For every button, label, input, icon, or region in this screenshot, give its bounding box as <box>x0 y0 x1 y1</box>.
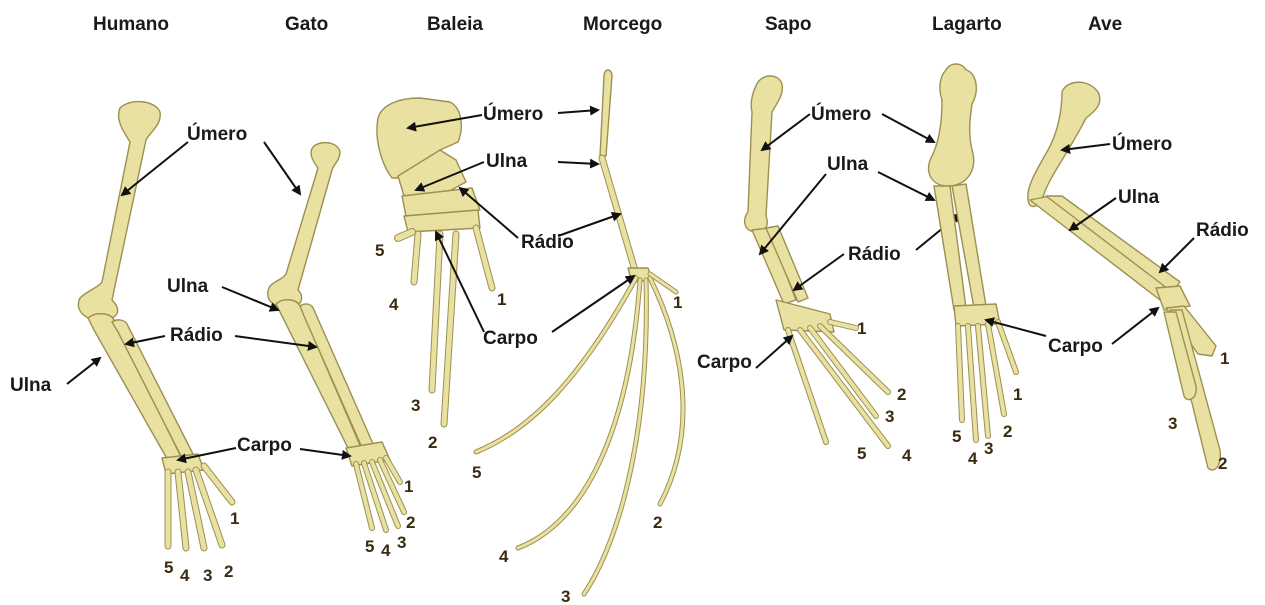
species-title-morcego: Morcego <box>583 14 662 35</box>
label-baleia-umero: Úmero <box>483 103 543 125</box>
label-ave-umero: Úmero <box>1112 133 1172 155</box>
species-title-gato: Gato <box>285 14 328 35</box>
label-carpo-humano-gato: Carpo <box>237 435 292 456</box>
label-ave-radio: Rádio <box>1196 220 1249 241</box>
arrow-ave-radio <box>1160 238 1194 272</box>
label-ave-ulna: Ulna <box>1118 187 1160 208</box>
limb-lagarto <box>929 64 1016 440</box>
limb-gato <box>268 143 404 530</box>
digit-gato-1: 1 <box>404 477 413 496</box>
digit-humano-4: 4 <box>180 566 190 585</box>
digit-sapo-1: 1 <box>857 319 866 338</box>
species-title-humano: Humano <box>93 14 169 35</box>
digit-ave-2: 2 <box>1218 454 1227 473</box>
digit-sapo-5: 5 <box>857 444 866 463</box>
digit-humano-1: 1 <box>230 509 239 528</box>
digit-gato-2: 2 <box>406 513 415 532</box>
arrow-lagarto-umero <box>882 114 934 142</box>
digit-humano-5: 5 <box>164 558 173 577</box>
label-sapo-carpo: Carpo <box>697 352 752 373</box>
label-ave-carpo: Carpo <box>1048 336 1103 357</box>
label-gato-ulna: Ulna <box>167 276 209 297</box>
digit-morcego-5: 5 <box>472 463 481 482</box>
arrow-ave-carpo <box>1112 308 1158 344</box>
label-humano-radio: Rádio <box>170 325 223 346</box>
digit-gato-3: 3 <box>397 533 406 552</box>
arrow-lagarto-ulna <box>878 172 934 200</box>
label-baleia-ulna: Ulna <box>486 151 528 172</box>
limb-baleia <box>377 98 492 424</box>
arrow-morcego-umero <box>558 110 598 113</box>
digit-ave-3: 3 <box>1168 414 1177 433</box>
arrow-sapo-radio <box>794 254 844 290</box>
label-sapo-lagarto-radio: Rádio <box>848 244 901 265</box>
species-title-sapo: Sapo <box>765 14 811 35</box>
digit-morcego-4: 4 <box>499 547 509 566</box>
digit-baleia-5: 5 <box>375 241 384 260</box>
arrow-sapo-carpo <box>756 336 792 368</box>
digit-gato-5: 5 <box>365 537 374 556</box>
label-humano-umero: Úmero <box>187 123 247 145</box>
species-title-ave: Ave <box>1088 14 1122 35</box>
digit-humano-3: 3 <box>203 566 212 585</box>
digit-lagarto-3: 3 <box>984 439 993 458</box>
arrow-morcego-ulna <box>558 162 598 164</box>
digit-baleia-1: 1 <box>497 290 506 309</box>
digit-morcego-2: 2 <box>653 513 662 532</box>
digit-humano-2: 2 <box>224 562 233 581</box>
digit-ave-1: 1 <box>1220 349 1229 368</box>
digit-baleia-3: 3 <box>411 396 420 415</box>
arrow-morcego-radio <box>558 214 620 236</box>
digit-morcego-1: 1 <box>673 293 682 312</box>
label-baleia-radio: Rádio <box>521 232 574 253</box>
label-sapo-lagarto-umero: Úmero <box>811 103 871 125</box>
digit-lagarto-2: 2 <box>1003 422 1012 441</box>
label-humano-ulna: Ulna <box>10 375 52 396</box>
digit-lagarto-4: 4 <box>968 449 978 468</box>
species-title-lagarto: Lagarto <box>932 14 1002 35</box>
label-carpo-baleia-morcego: Carpo <box>483 328 538 349</box>
species-title-baleia: Baleia <box>427 14 483 35</box>
digit-lagarto-1: 1 <box>1013 385 1022 404</box>
arrow-gato-carpo <box>300 449 350 456</box>
digit-sapo-3: 3 <box>885 407 894 426</box>
digit-sapo-4: 4 <box>902 446 912 465</box>
digit-baleia-4: 4 <box>389 295 399 314</box>
arrow-gato-umero <box>264 142 300 194</box>
arrow-baleia-carpo <box>436 232 484 332</box>
digit-lagarto-5: 5 <box>952 427 961 446</box>
digit-sapo-2: 2 <box>897 385 906 404</box>
digit-morcego-3: 3 <box>561 587 570 605</box>
arrow-humano-ulna <box>67 358 100 384</box>
arrow-lagarto-carpo <box>986 320 1046 336</box>
label-sapo-lagarto-ulna: Ulna <box>827 154 869 175</box>
digit-baleia-2: 2 <box>428 433 437 452</box>
digit-gato-4: 4 <box>381 541 391 560</box>
arrow-sapo-ulna <box>760 174 826 254</box>
